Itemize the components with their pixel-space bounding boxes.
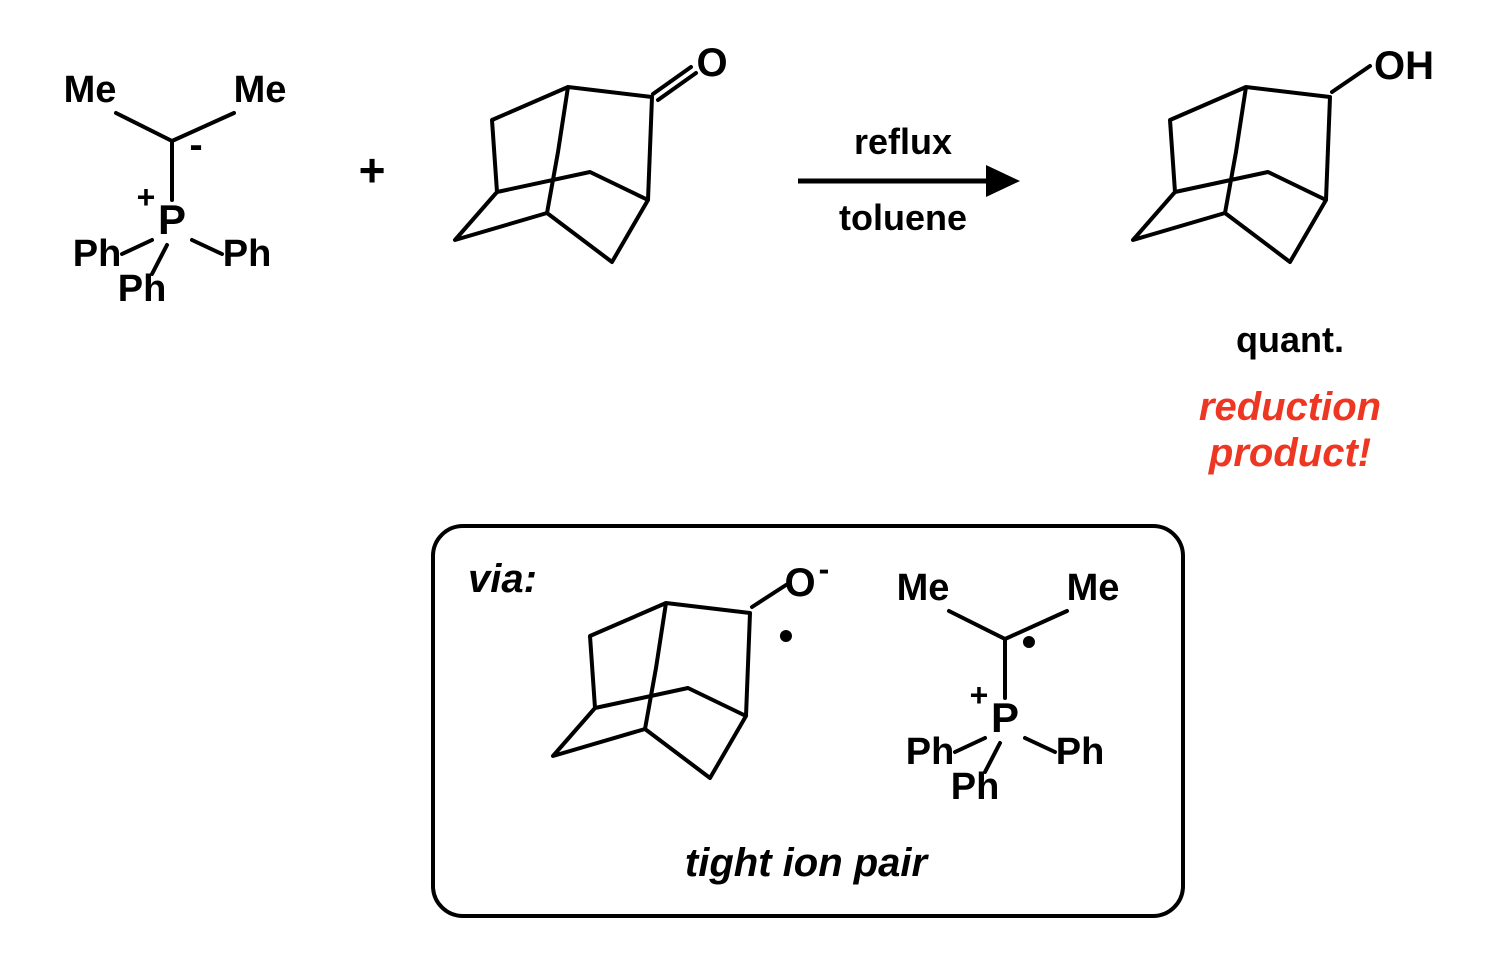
hydroxyl-label: OH [1374, 44, 1434, 88]
condition-below-arrow: toluene [839, 197, 967, 238]
bond [120, 238, 154, 256]
carbonyl-oxygen-label: O [696, 41, 727, 85]
adamantane-cage [1131, 85, 1332, 264]
phosphorus-label: P [158, 196, 186, 243]
adamantanone-structure: O [453, 41, 728, 264]
ketyl-radical-structure: O - • [551, 551, 830, 780]
phenyl-left-label: Ph [73, 233, 122, 275]
bond [750, 583, 788, 609]
mechanism-box-border [431, 524, 1185, 918]
carbanion-minus-charge: - [189, 123, 202, 167]
mechanism-caption: tight ion pair [685, 841, 930, 885]
phenyl-right-label: Ph [1056, 731, 1105, 773]
methyl-right-label: Me [234, 69, 287, 111]
condition-above-arrow: reflux [854, 121, 952, 162]
methyl-right-label: Me [1067, 567, 1120, 609]
phenyl-left-label: Ph [906, 731, 955, 773]
adamantane-cage [453, 85, 654, 264]
phenyl-right-label: Ph [223, 233, 272, 275]
phenyl-bottom-label: Ph [118, 268, 167, 310]
carbon-radical-dot: • [1022, 618, 1037, 665]
phosphorus-label: P [991, 694, 1019, 741]
adamantanol-product-structure: OH quant. reduction product! [1131, 44, 1434, 475]
carbonyl-double-bond-line [656, 71, 698, 102]
ketyl-radical-dot: • [779, 612, 794, 659]
ylide-structure: Me Me - + P Ph Ph Ph [64, 69, 287, 310]
carbonyl-double-bond-line [651, 65, 693, 96]
bond [150, 243, 169, 276]
bond [170, 111, 236, 143]
phosphonium-radical-structure: Me Me • + P Ph Ph Ph [897, 567, 1120, 808]
reduction-note-line1: reduction [1199, 385, 1381, 429]
alkoxide-minus-charge: - [819, 551, 830, 587]
via-label: via: [468, 557, 537, 601]
methyl-left-label: Me [897, 567, 950, 609]
bond [1023, 736, 1057, 754]
arrow-head [986, 165, 1020, 197]
bond [1330, 64, 1372, 94]
alkoxide-oxygen-label: O [784, 561, 815, 605]
bond [953, 736, 987, 754]
reaction-arrow: reflux toluene [798, 121, 1020, 238]
phosphonium-plus-charge: + [137, 179, 156, 215]
methyl-left-label: Me [64, 69, 117, 111]
reaction-plus-sign: + [359, 144, 386, 196]
bond [983, 741, 1002, 774]
reduction-note-line2: product! [1208, 431, 1371, 475]
phosphonium-plus-charge: + [970, 677, 989, 713]
yield-label: quant. [1236, 319, 1344, 360]
bond [947, 609, 1007, 641]
phenyl-bottom-label: Ph [951, 766, 1000, 808]
bond [190, 238, 224, 256]
bond [114, 111, 174, 143]
bond [1003, 609, 1069, 641]
adamantane-cage [551, 601, 752, 780]
mechanism-box: via: O - • Me Me • + P [431, 524, 1185, 918]
